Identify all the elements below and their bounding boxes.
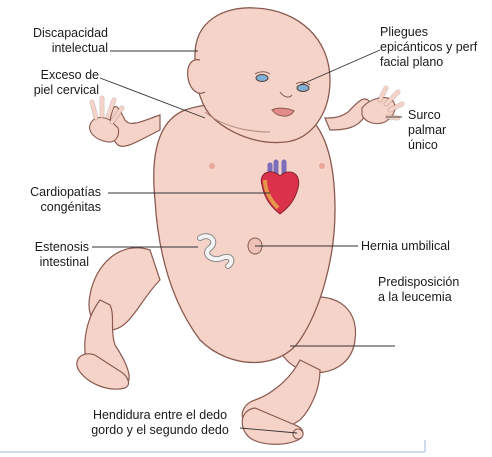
label-line: intestinal (0, 255, 89, 270)
label-epicanthic-folds: Pliegues epicánticos y perf facial plano (380, 25, 477, 70)
label-palmar-crease: Surco palmar único (408, 108, 446, 153)
label-line: Discapacidad (0, 26, 108, 41)
label-line: Estenosis (0, 240, 89, 255)
right-eye (297, 85, 309, 92)
label-line: a la leucemia (378, 290, 459, 305)
label-congenital-heart: Cardiopatías congénitas (0, 185, 101, 215)
label-line: único (408, 138, 446, 153)
label-excess-skin: Exceso de piel cervical (0, 68, 99, 98)
label-line: piel cervical (0, 83, 99, 98)
label-line: Pliegues (380, 25, 477, 40)
label-line: intelectual (0, 41, 108, 56)
label-toe-cleft: Hendidura entre el dedo gordo y el segun… (82, 408, 238, 438)
label-intestinal-stenosis: Estenosis intestinal (0, 240, 89, 270)
label-line: epicánticos y perf (380, 40, 477, 55)
label-line: Predisposición (378, 275, 459, 290)
big-toe (293, 429, 303, 439)
left-eye (256, 75, 268, 82)
label-umbilical-hernia: Hernia umbilical (361, 239, 450, 254)
label-line: facial plano (380, 55, 477, 70)
label-line: Exceso de (0, 68, 99, 83)
label-intellectual-disability: Discapacidad intelectual (0, 26, 108, 56)
nipple-left (209, 163, 215, 169)
torso (154, 103, 335, 363)
label-leukemia: Predisposición a la leucemia (378, 275, 459, 305)
label-line: palmar (408, 123, 446, 138)
nipple-right (319, 163, 325, 169)
label-line: Cardiopatías (0, 185, 101, 200)
label-line: Surco (408, 108, 446, 123)
label-line: gordo y el segundo dedo (82, 423, 238, 438)
label-line: Hendidura entre el dedo (82, 408, 238, 423)
label-line: Hernia umbilical (361, 239, 450, 254)
label-line: congénitas (0, 200, 101, 215)
